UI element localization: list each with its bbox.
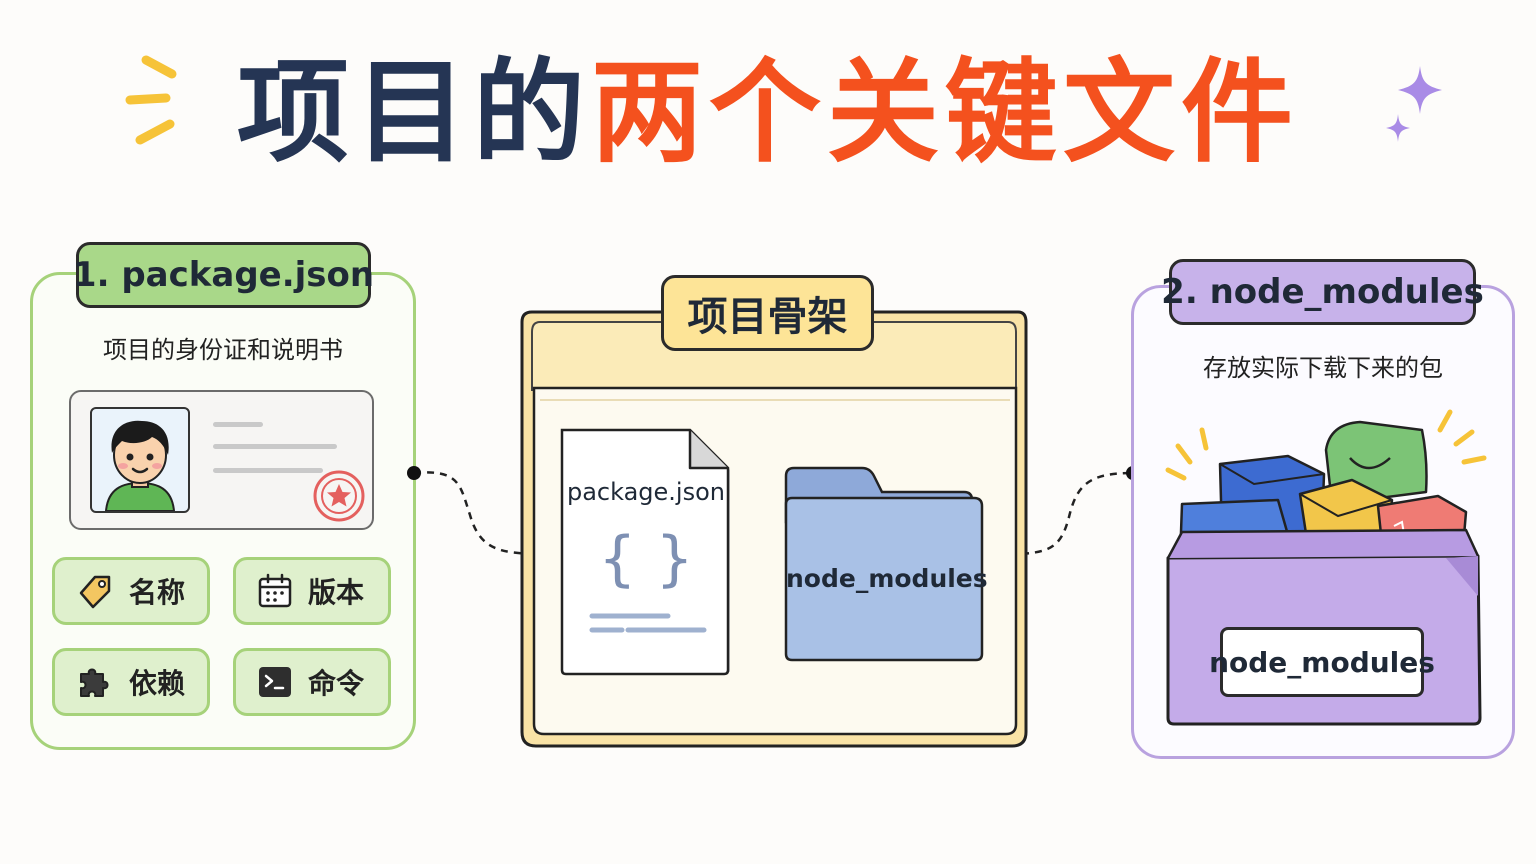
sparkle-left-icon xyxy=(125,55,177,145)
chip-name-label: 名称 xyxy=(129,576,186,609)
chip-version: 版本 xyxy=(233,557,391,625)
node-modules-subtitle: 存放实际下载下来的包 xyxy=(1203,354,1443,382)
file-label: package.json xyxy=(566,478,725,506)
package-json-badge: 1. package.json xyxy=(73,242,374,308)
folder-icon xyxy=(784,466,984,662)
chip-name: 名称 xyxy=(52,557,210,625)
page-title: 项目的两个关键文件 xyxy=(0,38,1536,188)
chip-dependencies-label: 依赖 xyxy=(129,667,186,700)
avatar xyxy=(90,407,190,513)
title-part-1: 项目的 xyxy=(237,48,591,178)
project-skeleton-badge: 项目骨架 xyxy=(661,275,874,351)
chip-dependencies: 依赖 xyxy=(52,648,210,716)
red-seal-icon xyxy=(313,470,365,522)
boy-avatar-icon xyxy=(104,420,176,511)
package-json-subtitle: 项目的身份证和说明书 xyxy=(103,336,343,364)
box-label: node_modules xyxy=(1209,627,1435,697)
sparkle-right-icon xyxy=(1386,66,1442,142)
chip-commands: 命令 xyxy=(233,648,391,716)
node-modules-badge: 2. node_modules xyxy=(1161,259,1484,325)
terminal-icon xyxy=(259,667,291,697)
calendar-icon xyxy=(258,573,292,608)
chip-version-label: 版本 xyxy=(308,576,365,609)
title-part-2: 两个关键文件 xyxy=(591,48,1299,178)
puzzle-icon xyxy=(80,668,109,697)
curly-braces: { } xyxy=(598,524,694,594)
id-card xyxy=(69,390,374,530)
folder-label: node_modules xyxy=(786,564,988,593)
tag-icon xyxy=(79,575,111,609)
file-document-icon xyxy=(560,428,730,676)
chip-commands-label: 命令 xyxy=(308,667,365,700)
